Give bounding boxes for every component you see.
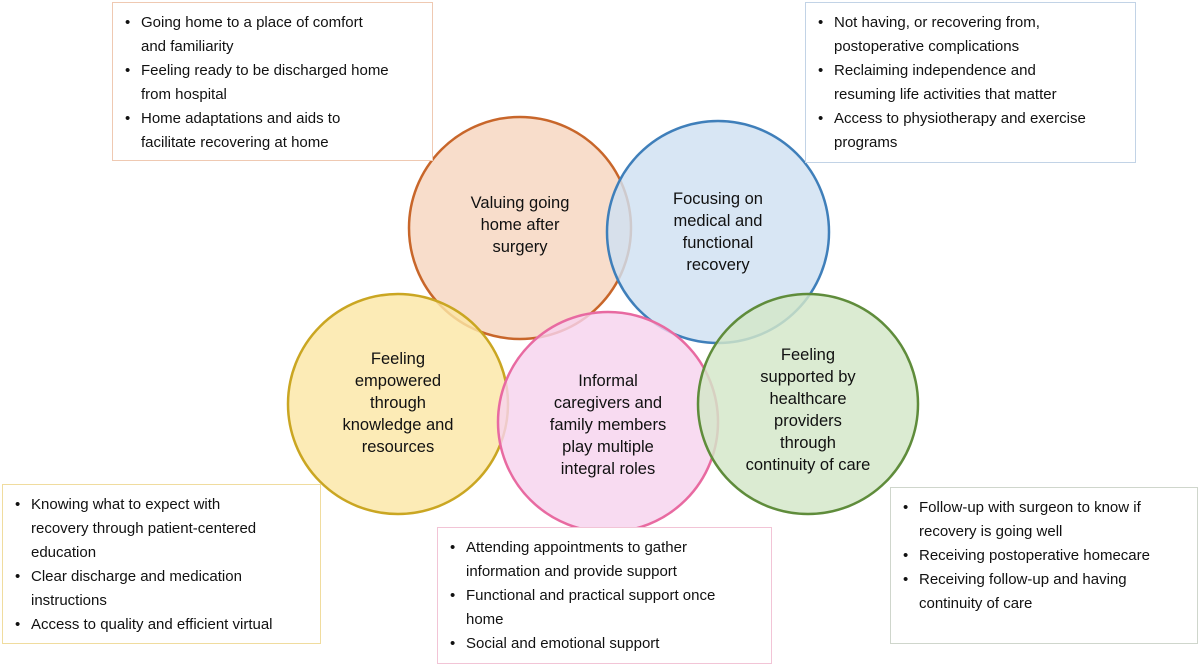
label-line: medical and [673, 212, 763, 230]
bullet-item: Receiving follow-up and having continuity… [903, 568, 1189, 616]
bullet-list-medical: Not having, or recovering from, postopera… [818, 11, 1127, 155]
theme-label-supported: Feeling supported by healthcare providers th… [718, 337, 898, 482]
label-line: home after [480, 216, 560, 234]
bullet-line: and familiarity [141, 38, 234, 55]
bullet-line: Knowing what to expect with [31, 496, 221, 513]
theme-label-home: Valuing going home after surgery [445, 165, 595, 285]
bullet-item: Access to physiotherapy and exercise prog… [818, 107, 1127, 155]
label-line: functional [682, 234, 754, 252]
label-line: Feeling [370, 350, 426, 368]
bullet-line: Reclaiming independence and [834, 62, 1036, 79]
bullet-item: Going home to a place of comfort and fami… [125, 11, 424, 59]
bullet-line: Social and emotional support [466, 635, 660, 652]
label-line: supported by [760, 367, 856, 386]
bullet-item: Follow-up with surgeon to know if recover… [903, 496, 1189, 544]
bullet-item: Social and emotional support [450, 632, 763, 656]
theme-label-supported-text: Feeling supported by healthcare providers th… [746, 344, 871, 476]
bullet-box-supported: Follow-up with surgeon to know if recover… [890, 487, 1198, 644]
bullet-item: Home adaptations and aids to facilitate r… [125, 107, 424, 155]
theme-label-empowered: Feeling empowered through knowledge and reso… [318, 338, 478, 468]
label-line: healthcare [769, 389, 847, 408]
bullet-line: Receiving postoperative homecare [919, 547, 1150, 564]
bullet-line: from hospital [141, 86, 227, 103]
label-line: recovery [686, 256, 750, 274]
bullet-item: Knowing what to expect with recovery thro… [15, 493, 312, 565]
bullet-list-caregivers: Attending appointments to gather informat… [450, 536, 763, 656]
label-line: empowered [354, 372, 442, 390]
label-line: Focusing on [673, 190, 763, 208]
bullet-item: Access to quality and efficient virtual [15, 613, 312, 637]
bullet-list-supported: Follow-up with surgeon to know if recover… [903, 496, 1189, 616]
bullet-item: Functional and practical support once hom… [450, 584, 763, 632]
bullet-line: home [466, 611, 504, 628]
theme-label-medical: Focusing on medical and functional recovery [643, 172, 793, 292]
label-line: resources [361, 438, 435, 456]
bullet-line: instructions [31, 592, 107, 609]
bullet-list-home: Going home to a place of comfort and fami… [125, 11, 424, 155]
bullet-line: Feeling ready to be discharged home [141, 62, 389, 79]
bullet-item: Clear discharge and medication instructio… [15, 565, 312, 613]
bullet-item: Reclaiming independence and resuming life… [818, 59, 1127, 107]
label-line: Feeling [780, 345, 836, 364]
bullet-box-empowered: Knowing what to expect with recovery thro… [2, 484, 321, 644]
bullet-line: Functional and practical support once [466, 587, 716, 604]
theme-label-caregivers: Informal caregivers and family members play… [523, 360, 693, 490]
bullet-line: programs [834, 134, 898, 151]
bullet-line: facilitate recovering at home [141, 134, 329, 151]
bullet-line: Access to physiotherapy and exercise [834, 110, 1086, 127]
bullet-line: information and provide support [466, 563, 677, 580]
label-line: play multiple [562, 438, 654, 456]
bullet-box-caregivers: Attending appointments to gather informat… [437, 527, 772, 664]
label-line: Informal [578, 372, 638, 390]
label-line: knowledge and [342, 416, 454, 434]
label-line: surgery [492, 238, 548, 256]
bullet-line: recovery is going well [919, 523, 1063, 540]
label-line: Valuing going [470, 194, 570, 212]
bullet-line: Attending appointments to gather [466, 539, 687, 556]
bullet-line: Access to quality and efficient virtual [31, 616, 273, 633]
bullet-item: Receiving postoperative homecare [903, 544, 1189, 568]
theme-label-caregivers-text: Informal caregivers and family members play… [550, 370, 666, 480]
bullet-line: postoperative complications [834, 38, 1020, 55]
bullet-item: Attending appointments to gather informat… [450, 536, 763, 584]
label-line: through [780, 433, 836, 452]
bullet-item: Not having, or recovering from, postopera… [818, 11, 1127, 59]
bullet-line: Receiving follow-up and having [919, 571, 1127, 588]
bullet-line: recovery through patient-centered [31, 520, 257, 537]
label-line: integral roles [560, 460, 656, 478]
theme-label-home-text: Valuing going home after surgery [471, 192, 570, 258]
theme-label-empowered-text: Feeling empowered through knowledge and reso… [342, 348, 453, 458]
bullet-line: Going home to a place of comfort [141, 14, 363, 31]
bullet-line: Follow-up with surgeon to know if [919, 499, 1141, 516]
bullet-box-medical: Not having, or recovering from, postopera… [805, 2, 1136, 163]
label-line: continuity of care [745, 455, 871, 474]
bullet-line: Not having, or recovering from, [834, 14, 1040, 31]
bullet-line: Home adaptations and aids to [141, 110, 341, 127]
bullet-box-home: Going home to a place of comfort and fami… [112, 2, 433, 161]
label-line: caregivers and [553, 394, 663, 412]
bullet-line: resuming life activities that matter [834, 86, 1057, 103]
label-line: family members [549, 416, 667, 434]
circle-supported [696, 292, 920, 516]
bullet-line: continuity of care [919, 595, 1033, 612]
label-line: providers [774, 411, 842, 430]
bullet-list-empowered: Knowing what to expect with recovery thro… [15, 493, 312, 637]
label-line: through [370, 394, 426, 412]
bullet-line: education [31, 544, 97, 561]
bullet-item: Feeling ready to be discharged home from … [125, 59, 424, 107]
theme-label-medical-text: Focusing on medical and functional recovery [673, 188, 763, 276]
bullet-line: Clear discharge and medication [31, 568, 242, 585]
